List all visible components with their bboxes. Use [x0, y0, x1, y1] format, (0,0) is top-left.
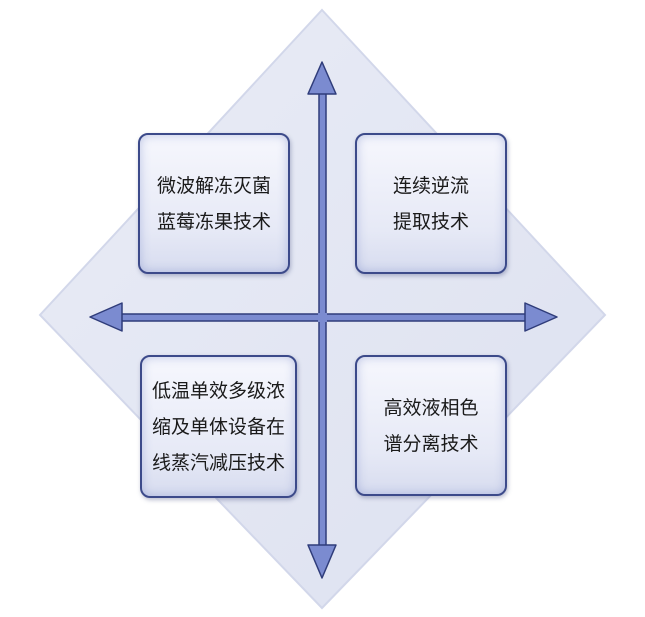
top-arrowhead — [307, 61, 337, 95]
box-text-line: 缩及单体设备在 — [151, 415, 285, 438]
bottom-arrowhead — [307, 544, 337, 579]
axis-intersection — [318, 313, 327, 322]
box-text-line: 提取技术 — [392, 210, 469, 233]
box-text-line: 连续逆流 — [392, 174, 469, 197]
right-arrowhead — [524, 302, 558, 332]
quadrant-box-bottom-right: 高效液相色 谱分离技术 — [355, 355, 507, 496]
quadrant-box-bottom-left: 低温单效多级浓 缩及单体设备在 线蒸汽减压技术 — [140, 355, 297, 498]
vertical-axis — [307, 61, 337, 579]
box-text-line: 蓝莓冻果技术 — [156, 210, 271, 233]
left-arrowhead — [89, 302, 123, 332]
box-text-line: 线蒸汽减压技术 — [151, 451, 285, 474]
quadrant-box-top-right: 连续逆流 提取技术 — [355, 133, 507, 274]
box-text-line: 谱分离技术 — [383, 432, 479, 455]
box-text-line: 微波解冻灭菌 — [156, 174, 271, 197]
box-text-line: 低温单效多级浓 — [151, 379, 285, 402]
quadrant-box-top-left: 微波解冻灭菌 蓝莓冻果技术 — [138, 133, 290, 274]
box-text-line: 高效液相色 — [383, 396, 479, 419]
